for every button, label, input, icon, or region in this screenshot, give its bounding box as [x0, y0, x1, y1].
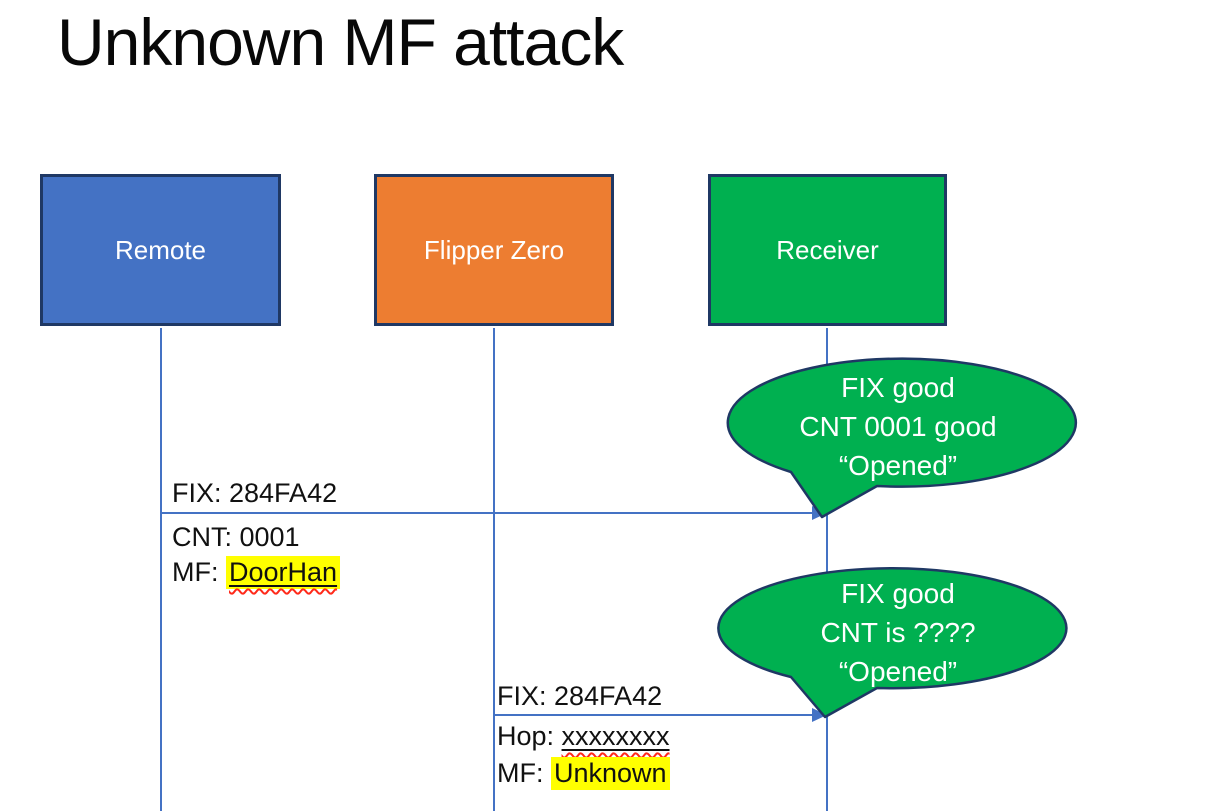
callout1-line1: FIX good [841, 372, 955, 403]
message1-mf-prefix: MF: [172, 557, 226, 587]
callout2-bubble-shape [717, 566, 1068, 719]
message2-mf-prefix: MF: [497, 758, 551, 788]
callout1-bubble [726, 357, 1078, 519]
callout2-line2: CNT is ???? [820, 617, 976, 648]
message1-cnt-label: CNT: 0001 [172, 522, 300, 552]
message2-fix-label: FIX: 284FA42 [497, 681, 663, 711]
lifeline-remote [160, 328, 162, 811]
message1-mf-value: DoorHan [229, 557, 338, 587]
message1-fix-label: FIX: 284FA42 [172, 478, 338, 508]
callout1-text: FIX good CNT 0001 good “Opened” [722, 368, 1074, 485]
callout2-text: FIX good CNT is ???? “Opened” [722, 574, 1074, 691]
actor-label-remote: Remote [114, 234, 207, 265]
message2-arrow-line [494, 714, 813, 716]
message1-arrow-line [161, 512, 813, 514]
slide-title: Unknown MF attack [57, 5, 624, 79]
callout2-line3: “Opened” [838, 656, 958, 687]
callout1-bubble-shape [726, 357, 1078, 519]
message2-hop-misspelled: xxxxxxxx [562, 721, 670, 751]
callout2-line1: FIX good [841, 578, 955, 609]
actor-box-remote: Remote [40, 174, 281, 326]
message2-mf-value: Unknown [554, 758, 667, 788]
callout1-line3: “Opened” [838, 450, 958, 481]
message2-hop-value: xxxxxxxx [561, 721, 670, 751]
lifeline-flipper-zero [493, 328, 495, 811]
lifeline-receiver [826, 328, 828, 811]
callout2-bubble [717, 566, 1068, 719]
message1-mf-highlighted: DoorHan [226, 556, 341, 589]
message2-mf-label: MF: Unknown [497, 757, 670, 790]
message2-hop-prefix: Hop: [497, 721, 562, 751]
message1-mf-label: MF: DoorHan [172, 556, 341, 589]
actor-label-receiver: Receiver [776, 234, 879, 265]
message2-mf-highlighted: Unknown [551, 757, 670, 790]
actor-box-flipper-zero: Flipper Zero [374, 174, 614, 326]
actor-box-receiver: Receiver [708, 174, 947, 326]
actor-label-flipper-zero: Flipper Zero [423, 234, 565, 265]
callout1-line2: CNT 0001 good [799, 411, 997, 442]
message2-hop-label: Hop: xxxxxxxx [497, 721, 670, 752]
